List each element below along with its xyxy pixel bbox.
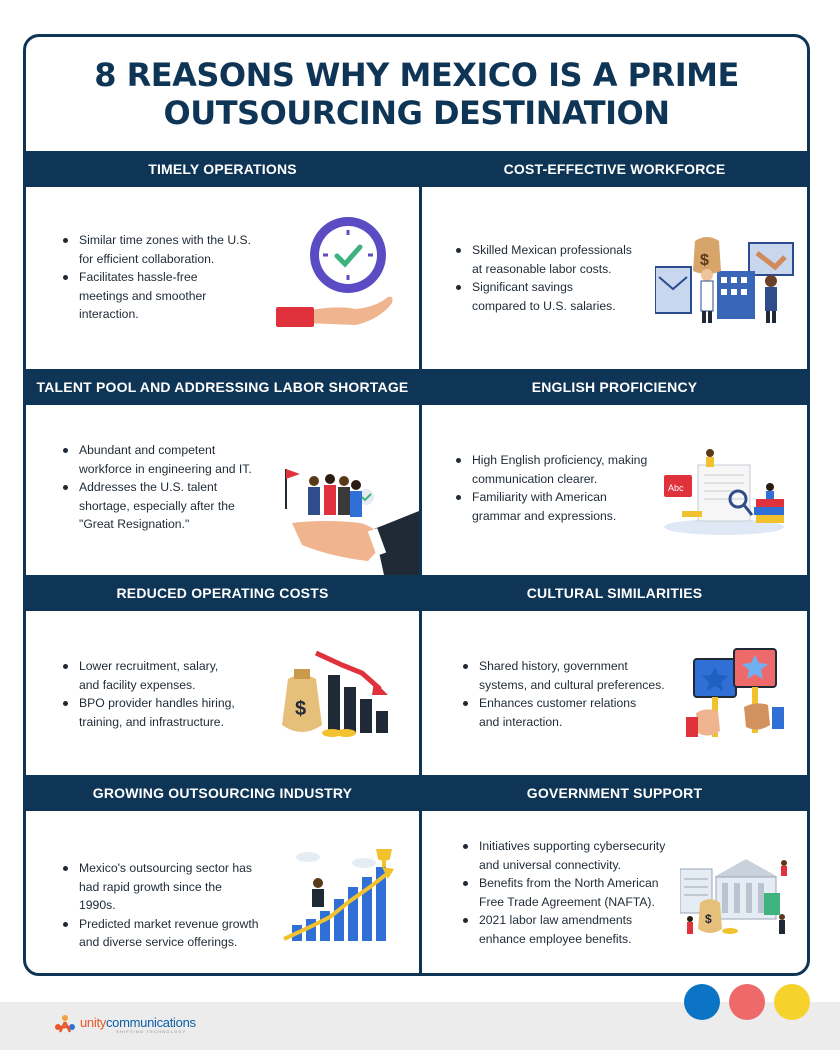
svg-text:$: $	[700, 252, 709, 269]
bullet-list: Mexico's outsourcing sector has had rapi…	[62, 859, 262, 952]
section-cost-effective-workforce: COST-EFFECTIVE WORKFORCE Skilled Mexican…	[422, 151, 807, 369]
section-talent-pool: TALENT POOL AND ADDRESSING LABOR SHORTAG…	[26, 369, 419, 575]
bullet-item: Familiarity with American grammar and ex…	[455, 488, 635, 525]
decor-dot-yellow	[774, 984, 810, 1020]
section-cultural-similarities: CULTURAL SIMILARITIES Shared history, go…	[422, 575, 807, 775]
decor-dot-blue	[684, 984, 720, 1020]
team-on-hand-icon	[285, 469, 419, 575]
section-heading: TALENT POOL AND ADDRESSING LABOR SHORTAG…	[26, 369, 419, 405]
svg-text:Abc: Abc	[668, 483, 684, 493]
infographic-frame: 8 REASONS WHY MEXICO IS A PRIME OUTSOURC…	[23, 34, 810, 976]
section-heading: REDUCED OPERATING COSTS	[26, 575, 419, 611]
svg-text:$: $	[705, 912, 712, 926]
bullet-item: Initiatives supporting cybersecurity and…	[462, 837, 677, 874]
unity-logo-icon	[55, 1015, 75, 1033]
decor-dot-red	[729, 984, 765, 1020]
section-government-support: GOVERNMENT SUPPORT Initiatives supportin…	[422, 775, 807, 973]
bullet-item: High English proficiency, making communi…	[455, 451, 655, 488]
company-logo: unitycommunications SHIFTING TECHNOLOGY	[54, 1014, 196, 1036]
bullet-item: Enhances customer relations and interact…	[462, 694, 652, 731]
section-english-proficiency: ENGLISH PROFICIENCY High English profici…	[422, 369, 807, 575]
section-heading: GROWING OUTSOURCING INDUSTRY	[26, 775, 419, 811]
bullet-item: Benefits from the North American Free Tr…	[462, 874, 672, 911]
page-title: 8 REASONS WHY MEXICO IS A PRIME OUTSOURC…	[94, 56, 739, 132]
section-heading: ENGLISH PROFICIENCY	[422, 369, 807, 405]
logo-tagline: SHIFTING TECHNOLOGY	[116, 1029, 187, 1034]
section-growing-outsourcing-industry: GROWING OUTSOURCING INDUSTRY Mexico's ou…	[26, 775, 419, 973]
bullet-list: Skilled Mexican professionals at reasona…	[455, 241, 640, 315]
logo-prefix: unity	[80, 1015, 106, 1030]
bullet-item: Predicted market revenue growth and dive…	[62, 915, 262, 952]
bullet-list: Lower recruitment, salary, and facility …	[62, 657, 252, 731]
section-heading: TIMELY OPERATIONS	[26, 151, 419, 187]
bullet-list: High English proficiency, making communi…	[455, 451, 655, 525]
column-divider	[419, 151, 422, 973]
bullet-item: Lower recruitment, salary, and facility …	[62, 657, 242, 694]
money-bag-declining-chart-icon: $	[282, 650, 388, 737]
growth-chart-trophy-icon	[283, 849, 394, 941]
bullet-list: Abundant and competent workforce in engi…	[62, 441, 267, 534]
government-building-icon: $	[680, 859, 787, 934]
logo-brand: communications	[105, 1015, 196, 1030]
svg-text:$: $	[295, 698, 306, 720]
section-heading: COST-EFFECTIVE WORKFORCE	[422, 151, 807, 187]
bullet-item: Significant savings compared to U.S. sal…	[455, 278, 630, 315]
bullet-list: Initiatives supporting cybersecurity and…	[462, 837, 677, 948]
section-heading: GOVERNMENT SUPPORT	[422, 775, 807, 811]
english-study-icon: Abc	[664, 449, 784, 535]
star-signs-icon	[686, 648, 784, 737]
bullet-item: 2021 labor law amendments enhance employ…	[462, 911, 662, 948]
bullet-item: Shared history, government systems, and …	[462, 657, 667, 694]
bullet-item: Mexico's outsourcing sector has had rapi…	[62, 859, 257, 915]
bullet-item: Abundant and competent workforce in engi…	[62, 441, 267, 478]
section-heading: CULTURAL SIMILARITIES	[422, 575, 807, 611]
section-timely-operations: TIMELY OPERATIONS Similar time zones wit…	[26, 151, 419, 369]
section-reduced-operating-costs: REDUCED OPERATING COSTS Lower recruitmen…	[26, 575, 419, 775]
clock-in-hand-icon	[276, 217, 393, 327]
bullet-item: Addresses the U.S. talent shortage, espe…	[62, 478, 252, 534]
bullet-item: Similar time zones with the U.S. for eff…	[62, 231, 252, 268]
bullet-item: Facilitates hassle-free meetings and smo…	[62, 268, 232, 324]
workforce-money-icon: $	[655, 237, 794, 323]
bullet-list: Similar time zones with the U.S. for eff…	[62, 231, 252, 324]
bullet-item: Skilled Mexican professionals at reasona…	[455, 241, 640, 278]
bullet-list: Shared history, government systems, and …	[462, 657, 667, 731]
bullet-item: BPO provider handles hiring, training, a…	[62, 694, 252, 731]
